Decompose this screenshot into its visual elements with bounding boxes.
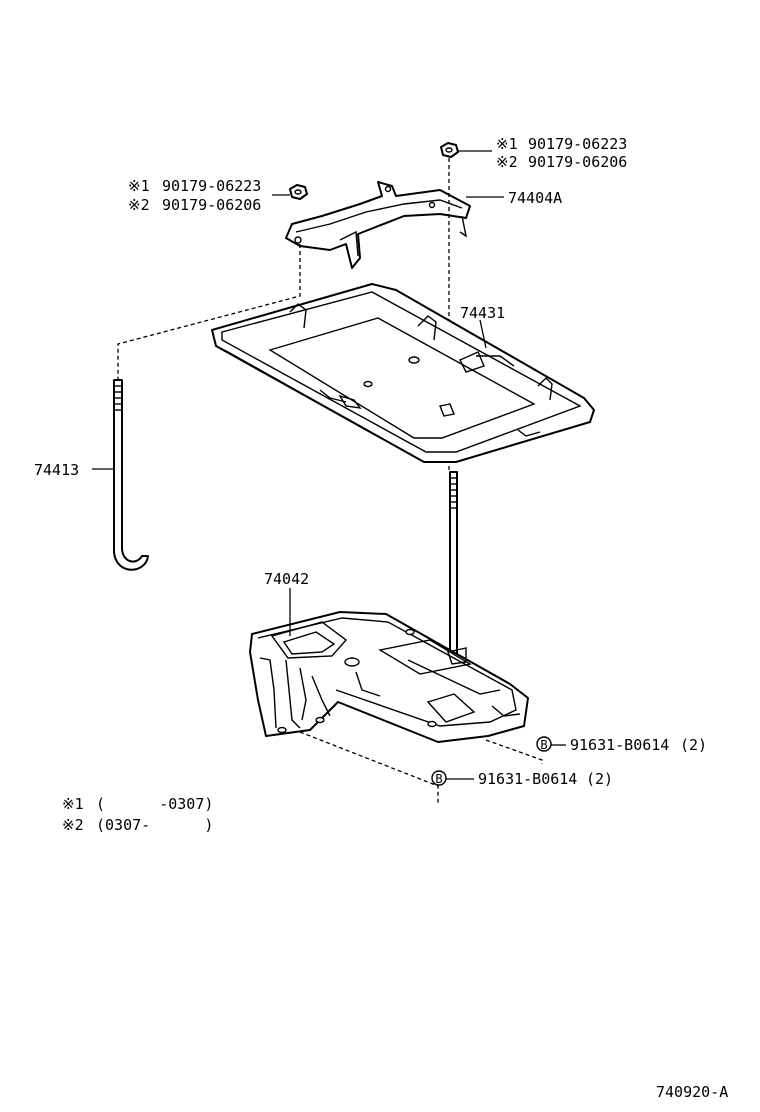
bolt-lower-code: 91631-B0614 [478, 770, 577, 788]
figure-id: 740920-A [656, 1083, 728, 1101]
label-bracket: 74404A [508, 189, 562, 207]
nut-top-code-1: 90179-06223 [528, 135, 627, 153]
nut-left-code-2: 90179-06206 [162, 196, 261, 214]
bolt-lower-marker-icon: B [431, 770, 447, 786]
nut-left-mark-2: ※2 [128, 196, 150, 214]
bolt-right-marker-icon: B [536, 736, 552, 752]
legend-row2-range: (0307- ) [96, 816, 213, 834]
bolt-right-code: 91631-B0614 [570, 736, 669, 754]
nut-top-mark-1: ※1 [496, 135, 518, 153]
battery-hold-rod [113, 379, 149, 571]
battery-clamp-bracket [285, 181, 471, 269]
legend-row1-range: ( -0307) [96, 795, 213, 813]
label-hold-rod: 74413 [34, 461, 79, 479]
nut-left-icon [289, 184, 308, 200]
legend-row1-mark: ※1 [62, 795, 84, 813]
label-carrier: 74042 [264, 570, 309, 588]
nut-top-icon [440, 142, 459, 158]
nut-left-mark-1: ※1 [128, 177, 150, 195]
bolt-lower-marker: B [435, 772, 442, 786]
label-tray: 74431 [460, 304, 505, 322]
nut-top-code-2: 90179-06206 [528, 153, 627, 171]
bolt-right-qty: (2) [680, 736, 707, 754]
bolt-right-marker: B [540, 738, 547, 752]
battery-tray [211, 283, 595, 463]
nut-top-mark-2: ※2 [496, 153, 518, 171]
bolt-lower-qty: (2) [586, 770, 613, 788]
threaded-rod [449, 471, 458, 659]
battery-carrier [249, 611, 529, 743]
nut-left-code-1: 90179-06223 [162, 177, 261, 195]
legend-row2-mark: ※2 [62, 816, 84, 834]
